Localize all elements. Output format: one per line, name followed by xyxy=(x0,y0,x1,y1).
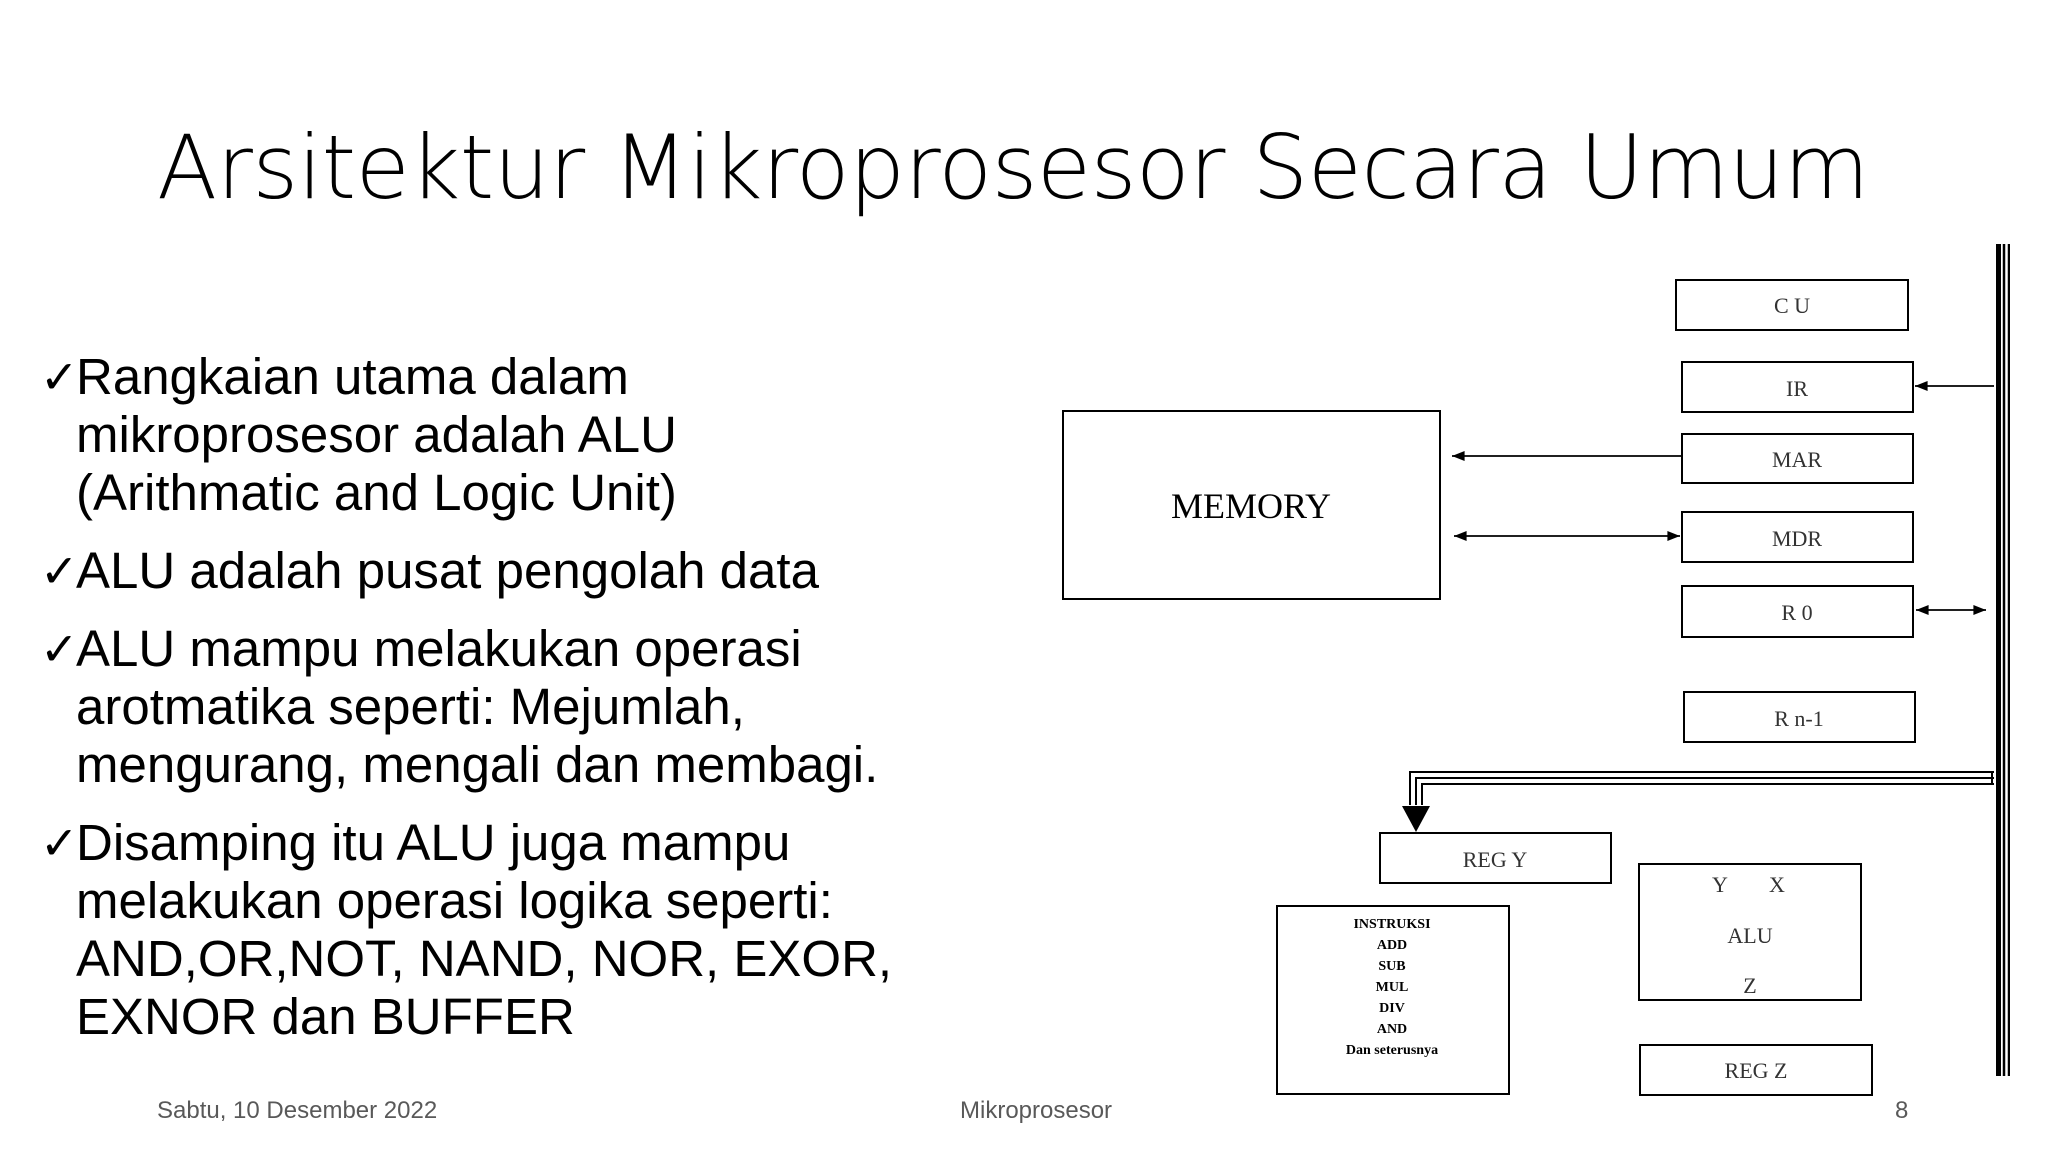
mdr-register: MDR xyxy=(1681,511,1914,563)
alu-block: Y X ALU Z xyxy=(1638,863,1862,1001)
alu-y-label: Y xyxy=(1712,872,1728,897)
checkmark-icon: ✓ xyxy=(40,544,79,598)
slide-title: Arsitektur Mikroprosesor Secara Umum xyxy=(157,116,1869,219)
bullet-item: ✓ALU mampu melakukan operasi arotmatika … xyxy=(40,620,920,794)
mar-label: MAR xyxy=(1772,447,1822,472)
checkmark-icon: ✓ xyxy=(40,816,79,870)
instruction-item: ADD xyxy=(1377,938,1407,953)
ir-label: IR xyxy=(1786,376,1808,401)
instruction-item: DIV xyxy=(1379,1001,1405,1016)
bullet-text: ALU adalah pusat pengolah data xyxy=(76,542,819,599)
r0-register: R 0 xyxy=(1681,585,1914,638)
ir-register: IR xyxy=(1681,361,1914,413)
checkmark-icon: ✓ xyxy=(40,350,79,404)
instruction-item: Dan seterusnya xyxy=(1346,1043,1438,1058)
system-bus xyxy=(1996,244,2010,1076)
bullet-text: ALU mampu melakukan operasi arotmatika s… xyxy=(76,620,879,793)
bullet-text: Rangkaian utama dalam mikroprosesor adal… xyxy=(76,348,677,521)
cu-label: C U xyxy=(1774,293,1810,318)
cu-block: C U xyxy=(1675,279,1909,331)
alu-label: ALU xyxy=(1727,923,1772,948)
bullet-text: Disamping itu ALU juga mampu melakukan o… xyxy=(76,814,893,1045)
footer-date: Sabtu, 10 Desember 2022 xyxy=(157,1097,438,1124)
checkmark-icon: ✓ xyxy=(40,622,79,676)
bullet-item: ✓Disamping itu ALU juga mampu melakukan … xyxy=(40,814,920,1046)
page-number: 8 xyxy=(1895,1097,1909,1124)
alu-x-label: X xyxy=(1769,872,1785,897)
reg-y-block: REG Y xyxy=(1379,832,1612,884)
instruction-block: INSTRUKSI ADD SUB MUL DIV AND Dan seteru… xyxy=(1276,905,1510,1095)
reg-y-label: REG Y xyxy=(1463,847,1528,872)
bus-to-regy-path xyxy=(1402,771,1994,832)
memory-block: MEMORY xyxy=(1062,410,1441,600)
bullet-item: ✓ Rangkaian utama dalam mikroprosesor ad… xyxy=(40,348,920,522)
architecture-diagram: MEMORY C U IR MAR MDR R 0 R n-1 xyxy=(1062,244,2010,1096)
instruction-title: INSTRUKSI xyxy=(1353,917,1430,932)
instruction-item: SUB xyxy=(1378,959,1405,974)
reg-z-label: REG Z xyxy=(1725,1058,1788,1083)
bullet-item: ✓ALU adalah pusat pengolah data xyxy=(40,542,920,600)
reg-z-block: REG Z xyxy=(1639,1044,1873,1096)
memory-label: MEMORY xyxy=(1171,486,1331,526)
alu-z-label: Z xyxy=(1743,973,1756,998)
instruction-item: MUL xyxy=(1376,980,1409,995)
instruction-item: AND xyxy=(1377,1022,1407,1037)
mar-register: MAR xyxy=(1681,433,1914,484)
bus-connections xyxy=(1452,380,1994,616)
down-arrow-icon xyxy=(1402,806,1430,832)
bullet-list: ✓ Rangkaian utama dalam mikroprosesor ad… xyxy=(40,348,920,1066)
rn1-register: R n-1 xyxy=(1683,691,1916,743)
mdr-label: MDR xyxy=(1772,526,1822,551)
r0-label: R 0 xyxy=(1781,600,1812,625)
rn1-label: R n-1 xyxy=(1774,706,1824,731)
footer-title: Mikroprosesor xyxy=(960,1097,1113,1124)
